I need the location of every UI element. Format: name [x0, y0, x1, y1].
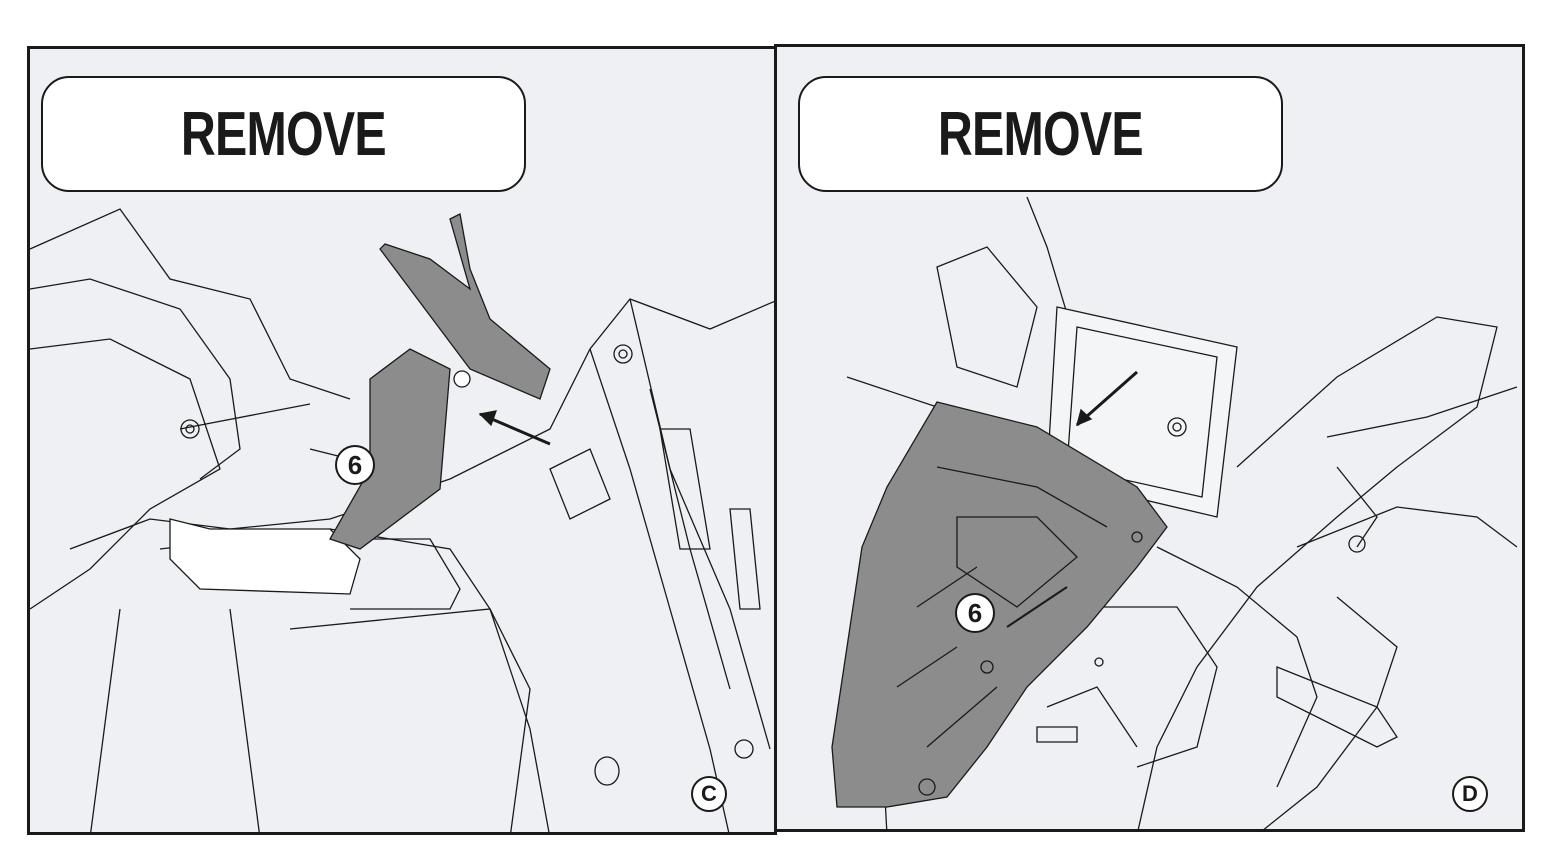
- part-number-badge: 6: [955, 593, 995, 633]
- panel-d: REMOVE 6 D: [774, 44, 1525, 832]
- remove-label-text: REMOVE: [938, 99, 1144, 169]
- part-number-badge: 6: [335, 445, 375, 485]
- remove-label-text: REMOVE: [181, 99, 387, 169]
- motorcycle-illustration-d: [831, 196, 1518, 829]
- motorcycle-illustration-c: [30, 208, 774, 832]
- step-label-badge: C: [691, 776, 727, 812]
- remove-label: REMOVE: [798, 76, 1283, 192]
- step-label-badge: D: [1452, 776, 1488, 812]
- remove-label: REMOVE: [41, 76, 526, 192]
- panel-c: REMOVE 6 C: [27, 46, 777, 835]
